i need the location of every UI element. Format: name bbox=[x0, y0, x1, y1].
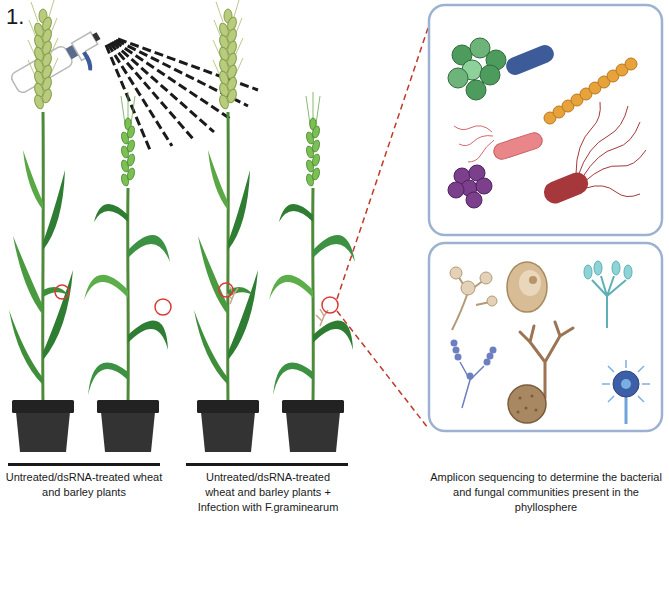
group-caption: Untreated/dsRNA-treated wheat and barley… bbox=[4, 470, 164, 500]
method-caption: Amplicon sequencing to determine the bac… bbox=[428, 470, 664, 515]
group-caption: Untreated/dsRNA-treated wheat and barley… bbox=[190, 470, 346, 515]
panel-number: 1. bbox=[6, 2, 46, 32]
